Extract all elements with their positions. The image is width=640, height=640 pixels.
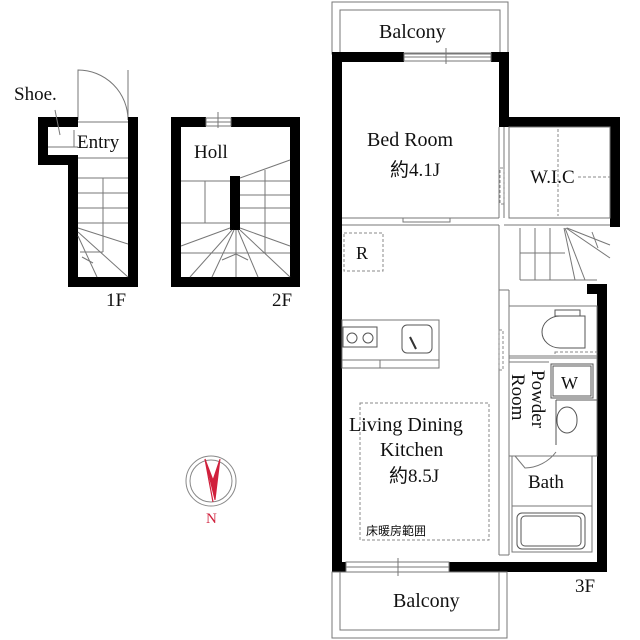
floor-3f: Balcony Bed Room 約4.1J W.I.C [331,1,620,639]
powder-label-1: Powder [527,370,548,429]
compass-icon: N [185,455,237,527]
toilet-icon [541,315,586,349]
fridge-label: R [356,243,368,263]
stairs-3f [504,224,611,281]
wic-label: W.I.C [530,167,575,188]
floor-label-1f: 1F [106,290,126,311]
ldk-label-2: Kitchen [380,439,443,461]
shoe-label: Shoe. [14,84,57,105]
bath-label: Bath [528,472,564,493]
floor-1f: Shoe. Entry 1F [14,69,138,311]
compass-north-label: N [206,511,217,527]
sink-icon [401,324,433,354]
floor-label-2f: 2F [272,290,292,311]
balcony-top-label: Balcony [379,21,446,43]
bedroom-label: Bed Room [367,129,454,151]
floor-2f: Holl 2F [171,112,300,311]
bathtub-icon [516,512,586,550]
floor-heating-label: 床暖房範囲 [366,523,426,538]
burner-icon [362,332,374,344]
basin-icon [556,406,578,434]
powder-label-2: Room [507,374,528,421]
burner-icon [346,332,358,344]
bedroom-size: 約4.1J [390,159,440,181]
ldk-size: 約8.5J [389,465,439,487]
balcony-bottom-label: Balcony [393,590,460,612]
floor-label-3f: 3F [575,576,595,597]
stairs-2f [180,159,291,278]
stairs-1f [77,177,129,278]
washer-label: W [561,373,578,393]
kitchen-counter [341,319,440,369]
hall-label: Holl [194,142,228,163]
ldk-label-1: Living Dining [349,414,463,436]
entry-label: Entry [77,132,120,153]
